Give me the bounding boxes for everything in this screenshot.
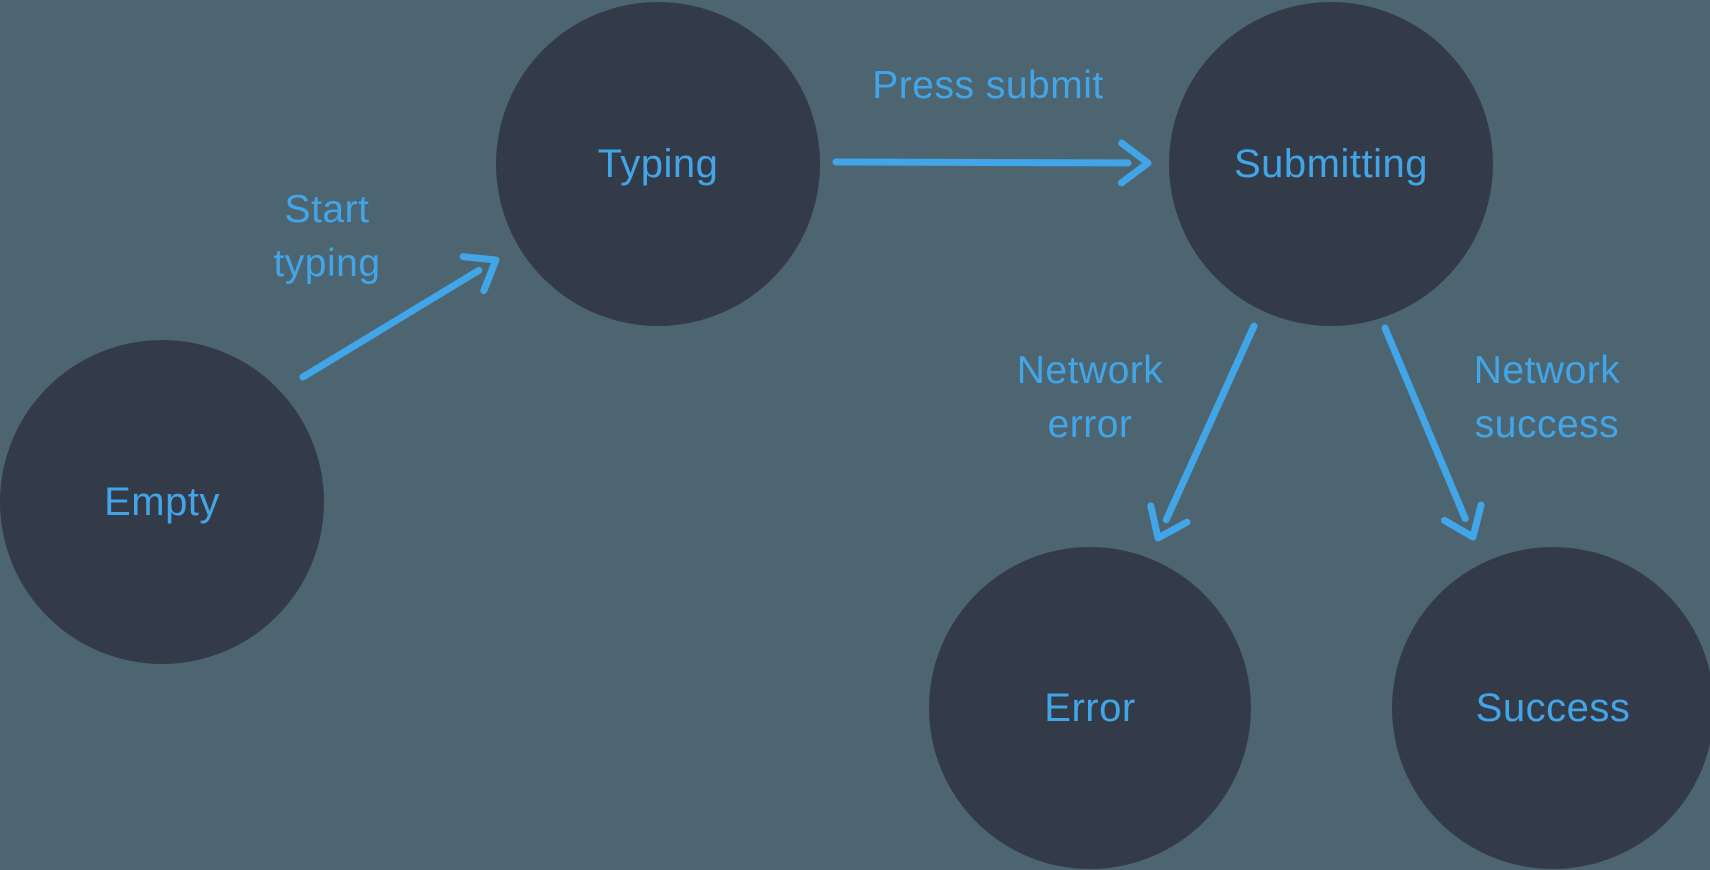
edge-label-submitting-to-error: Network error <box>1017 344 1164 452</box>
edge-label-empty-to-typing: Start typing <box>273 183 380 291</box>
edge-label-typing-to-submitting: Press submit <box>872 59 1103 113</box>
state-node-label-error: Error <box>1044 685 1136 730</box>
edge-label-line: Press submit <box>872 64 1104 107</box>
state-node-error: Error <box>929 547 1251 869</box>
edge-submitting-to-error-shaft <box>1162 322 1258 524</box>
state-node-success: Success <box>1392 547 1710 869</box>
edge-label-line: typing <box>273 242 381 285</box>
state-node-submitting: Submitting <box>1169 2 1493 326</box>
edge-label-line: error <box>1047 403 1133 446</box>
edge-label-submitting-to-success: Network success <box>1474 344 1621 452</box>
edge-label-line: Network <box>1016 349 1164 392</box>
edge-submitting-to-success-arrowhead-icon <box>1440 501 1485 541</box>
state-node-typing: Typing <box>496 2 820 326</box>
edge-label-line: success <box>1474 403 1620 446</box>
edge-submitting-to-error-arrowhead-icon <box>1147 502 1191 542</box>
edge-empty-to-typing-shaft <box>299 266 483 381</box>
state-node-label-empty: Empty <box>104 479 220 524</box>
edge-empty-to-typing-arrowhead-icon <box>459 253 500 295</box>
edge-typing-to-submitting-arrowhead-icon <box>1118 139 1152 187</box>
edge-label-line: Start <box>284 188 370 231</box>
edge-typing-to-submitting-shaft <box>832 158 1132 167</box>
state-node-empty: Empty <box>0 340 324 664</box>
edge-label-line: Network <box>1473 349 1621 392</box>
state-node-label-submitting: Submitting <box>1234 141 1428 186</box>
state-node-label-typing: Typing <box>597 141 719 186</box>
state-node-label-success: Success <box>1475 685 1631 730</box>
edge-submitting-to-success-shaft <box>1381 324 1469 523</box>
